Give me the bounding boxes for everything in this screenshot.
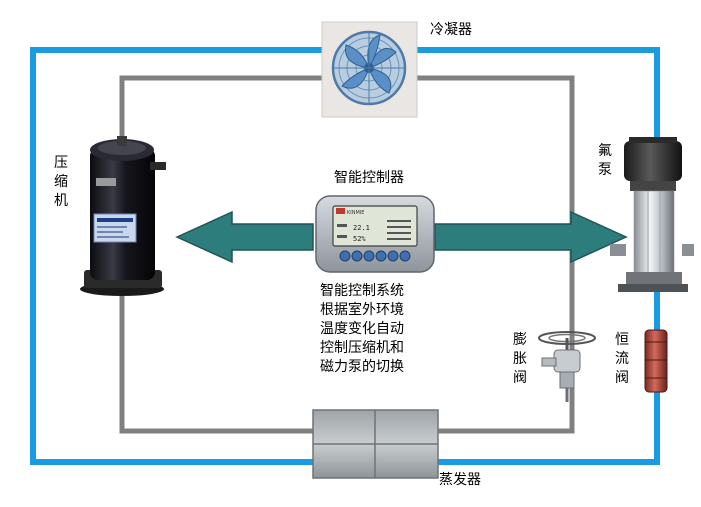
description-line: 控制压缩机和 [320, 340, 404, 356]
controller-buttons [339, 250, 411, 262]
controller-reading-2: 52% [353, 235, 366, 243]
left-arrow-to-compressor [175, 210, 314, 264]
evaporator-label: 蒸发器 [439, 472, 481, 488]
condenser-fan [321, 21, 418, 118]
controller-reading-1: 22.1 [353, 224, 370, 232]
fluorine-pump [610, 137, 694, 292]
controller-brand: KINMIE [347, 210, 364, 216]
expansion-valve-label: 膨 胀 阀 [513, 332, 527, 386]
compressor-unit [80, 136, 166, 296]
right-arrow-to-pump [434, 210, 628, 264]
condenser-label: 冷凝器 [430, 22, 472, 38]
description-line: 磁力泵的切换 [320, 359, 404, 375]
description-line: 温度变化自动 [320, 321, 404, 337]
control-description: 智能控制系统 根据室外环境 温度变化自动 控制压缩机和 磁力泵的切换 [320, 282, 404, 377]
compressor-label: 压 缩 机 [54, 155, 68, 209]
description-line: 根据室外环境 [320, 302, 404, 318]
controller-label: 智能控制器 [334, 170, 404, 186]
constant-flow-valve [644, 329, 668, 393]
fluorine-pump-label: 氟 泵 [598, 143, 612, 178]
smart-controller-device: KINMIE 22.1 52% [315, 195, 435, 273]
description-line: 智能控制系统 [320, 283, 404, 299]
evaporator-unit [312, 409, 439, 479]
expansion-valve [538, 331, 596, 402]
constant-flow-valve-label: 恒 流 阀 [615, 332, 629, 386]
